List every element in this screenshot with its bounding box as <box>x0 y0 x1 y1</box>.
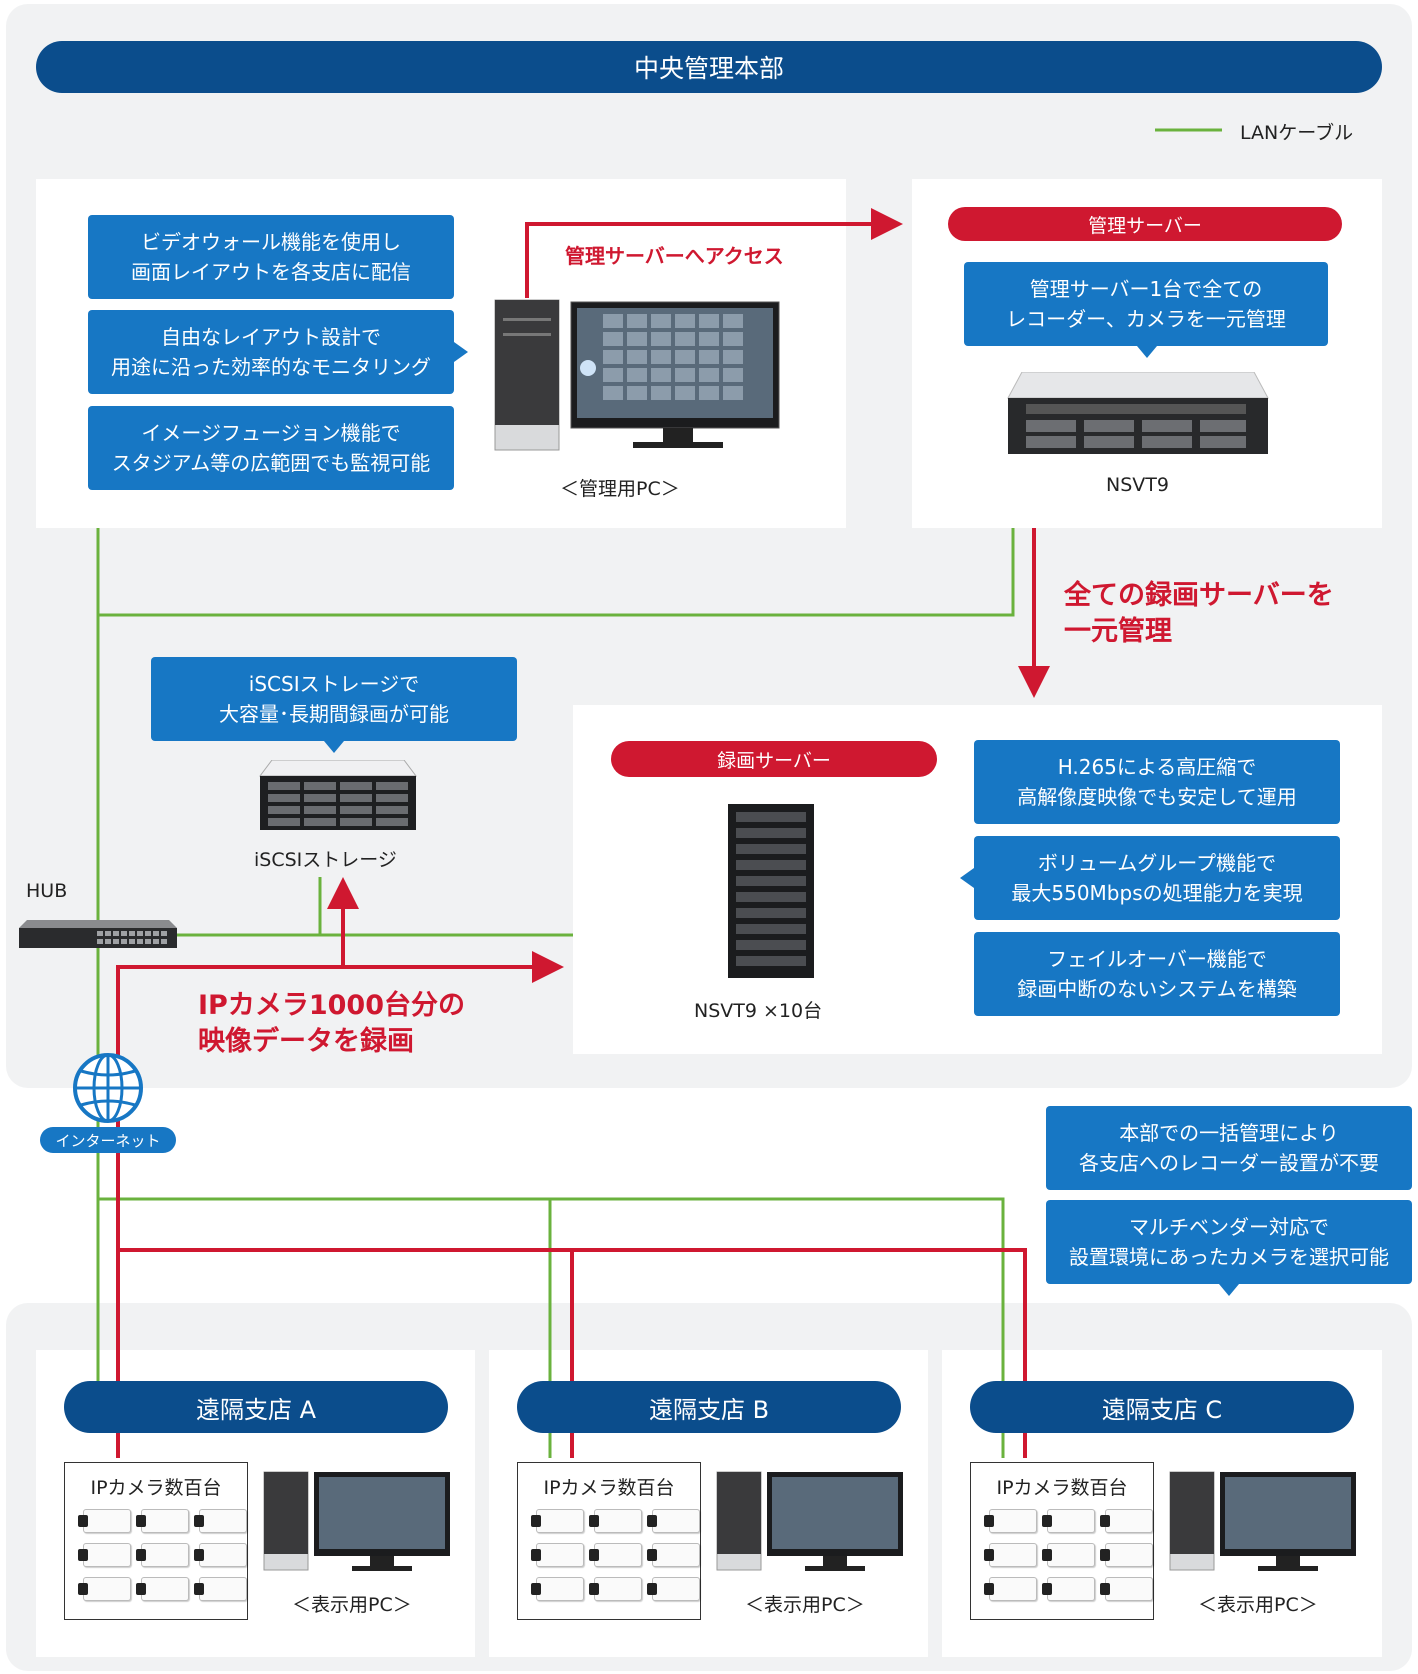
hub-icon <box>19 920 177 948</box>
rec-server-title: 録画サーバー <box>611 741 937 777</box>
central-mgmt-label: 全ての録画サーバーを一元管理 <box>1064 580 1334 647</box>
lan-cable-hq <box>96 528 1015 617</box>
feature-layout: 自由なレイアウト設計で用途に沿った効率的なモニタリング <box>88 310 454 394</box>
legend-label: LANケーブル <box>1240 122 1354 144</box>
benefit-multivendor: マルチベンダー対応で設置環境にあったカメラを選択可能 <box>1046 1200 1412 1284</box>
benefit-central-mgmt: 本部での一括管理により各支店へのレコーダー設置が不要 <box>1046 1106 1412 1190</box>
mgmt-server-model: NSVT9 <box>1106 474 1169 496</box>
mgmt-server-note: 管理サーバー1台で全てのレコーダー、カメラを一元管理 <box>964 262 1328 346</box>
branch-c-camera-label: IPカメラ数百台 <box>996 1477 1128 1499</box>
lan-cable-storage <box>318 877 573 937</box>
branch-a-pc-label: ＜表示用PC＞ <box>292 1594 412 1616</box>
callout-pointer <box>1137 346 1157 358</box>
globe-icon <box>73 1053 143 1123</box>
hub-label: HUB <box>26 880 68 902</box>
branch-b-camera-label: IPカメラ数百台 <box>543 1477 675 1499</box>
hq-title: 中央管理本部 <box>36 41 1382 93</box>
recording-label: IPカメラ1000台分の映像データを録画 <box>198 990 465 1057</box>
access-arrow <box>525 208 903 298</box>
management-pc-label: ＜管理用PC＞ <box>560 478 680 500</box>
branch-b-camera-box: IPカメラ数百台 <box>517 1462 701 1620</box>
branch-b-title: 遠隔支店 B <box>517 1381 901 1433</box>
display-pc-icon <box>716 1471 903 1571</box>
branch-a-title: 遠隔支店 A <box>64 1381 448 1433</box>
feature-h265: H.265による高圧縮で高解像度映像でも安定して運用 <box>974 740 1340 824</box>
iscsi-storage-label: iSCSIストレージ <box>254 849 397 871</box>
iscsi-storage-icon <box>259 760 417 830</box>
mgmt-server-title: 管理サーバー <box>948 207 1342 241</box>
callout-pointer <box>1219 1284 1239 1296</box>
recording-arrow <box>116 951 564 1458</box>
feature-videowall: ビデオウォール機能を使用し画面レイアウトを各支店に配信 <box>88 215 454 299</box>
branch-a-camera-box: IPカメラ数百台 <box>64 1462 248 1620</box>
nsvt9-server-icon <box>1007 372 1269 454</box>
display-pc-icon <box>1169 1471 1356 1571</box>
nsvt9-rack-icon <box>728 804 814 978</box>
access-arrow-label: 管理サーバーへアクセス <box>565 244 784 268</box>
branch-c-camera-box: IPカメラ数百台 <box>970 1462 1154 1620</box>
ip-camera-icons <box>984 1509 1153 1611</box>
branch-a-camera-label: IPカメラ数百台 <box>90 1477 222 1499</box>
branch-c-title: 遠隔支店 C <box>970 1381 1354 1433</box>
branch-b-pc-label: ＜表示用PC＞ <box>745 1594 865 1616</box>
rec-server-model: NSVT9 ×10台 <box>694 1000 823 1022</box>
feature-image-fusion: イメージフュージョン機能でスタジアム等の広範囲でも監視可能 <box>88 406 454 490</box>
callout-pointer <box>454 342 468 362</box>
feature-volume-group: ボリュームグループ機能で最大550Mbpsの処理能力を実現 <box>974 836 1340 920</box>
callout-pointer <box>324 741 344 753</box>
callout-pointer <box>960 868 974 888</box>
display-pc-icon <box>263 1471 450 1571</box>
ip-camera-icons <box>531 1509 700 1611</box>
internet-label: インターネット <box>40 1127 176 1153</box>
management-pc-icon <box>494 299 780 451</box>
feature-failover: フェイルオーバー機能で録画中断のないシステムを構築 <box>974 932 1340 1016</box>
ip-camera-icons <box>78 1509 247 1611</box>
storage-note: iSCSIストレージで大容量･長期間録画が可能 <box>151 657 517 741</box>
branch-c-pc-label: ＜表示用PC＞ <box>1198 1594 1318 1616</box>
